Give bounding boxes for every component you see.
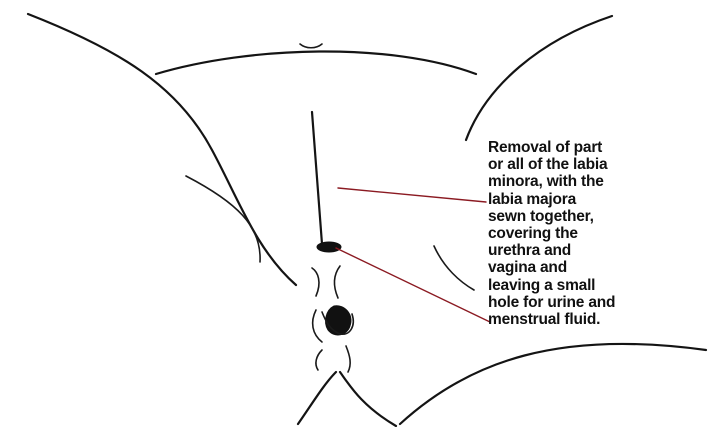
sewn-midline — [312, 112, 322, 244]
caption-line: labia majora — [488, 191, 720, 208]
caption-line: minora, with the — [488, 173, 720, 190]
caption-line: vagina and — [488, 259, 720, 276]
caption-line: sewn together, — [488, 208, 720, 225]
left-perineum-stroke — [316, 350, 322, 370]
right-thigh-outline — [466, 16, 612, 140]
caption-line: covering the — [488, 225, 720, 242]
navel-mark — [300, 44, 322, 48]
waist-curve — [156, 51, 476, 74]
caption-line: hole for urine and — [488, 294, 720, 311]
right-remnant-upper — [334, 266, 340, 298]
annotation-caption: Removal of part or all of the labia mino… — [488, 139, 720, 328]
small-opening — [317, 242, 341, 252]
right-lower-curve — [340, 372, 396, 426]
right-labia-majora-curve — [434, 246, 474, 290]
vaginal-mark — [326, 306, 351, 335]
caption-line: or all of the labia — [488, 156, 720, 173]
left-remnant-upper — [312, 268, 319, 296]
left-labia-majora-curve — [186, 176, 260, 262]
left-remnant-lower — [313, 310, 322, 342]
caption-line: Removal of part — [488, 139, 720, 156]
right-perineum-stroke — [346, 346, 350, 372]
leader-line-midline — [338, 188, 486, 202]
left-lower-curve — [298, 372, 336, 424]
caption-line: urethra and — [488, 242, 720, 259]
caption-line: menstrual fluid. — [488, 311, 720, 328]
caption-line: leaving a small — [488, 277, 720, 294]
right-buttock-curve — [400, 344, 706, 424]
